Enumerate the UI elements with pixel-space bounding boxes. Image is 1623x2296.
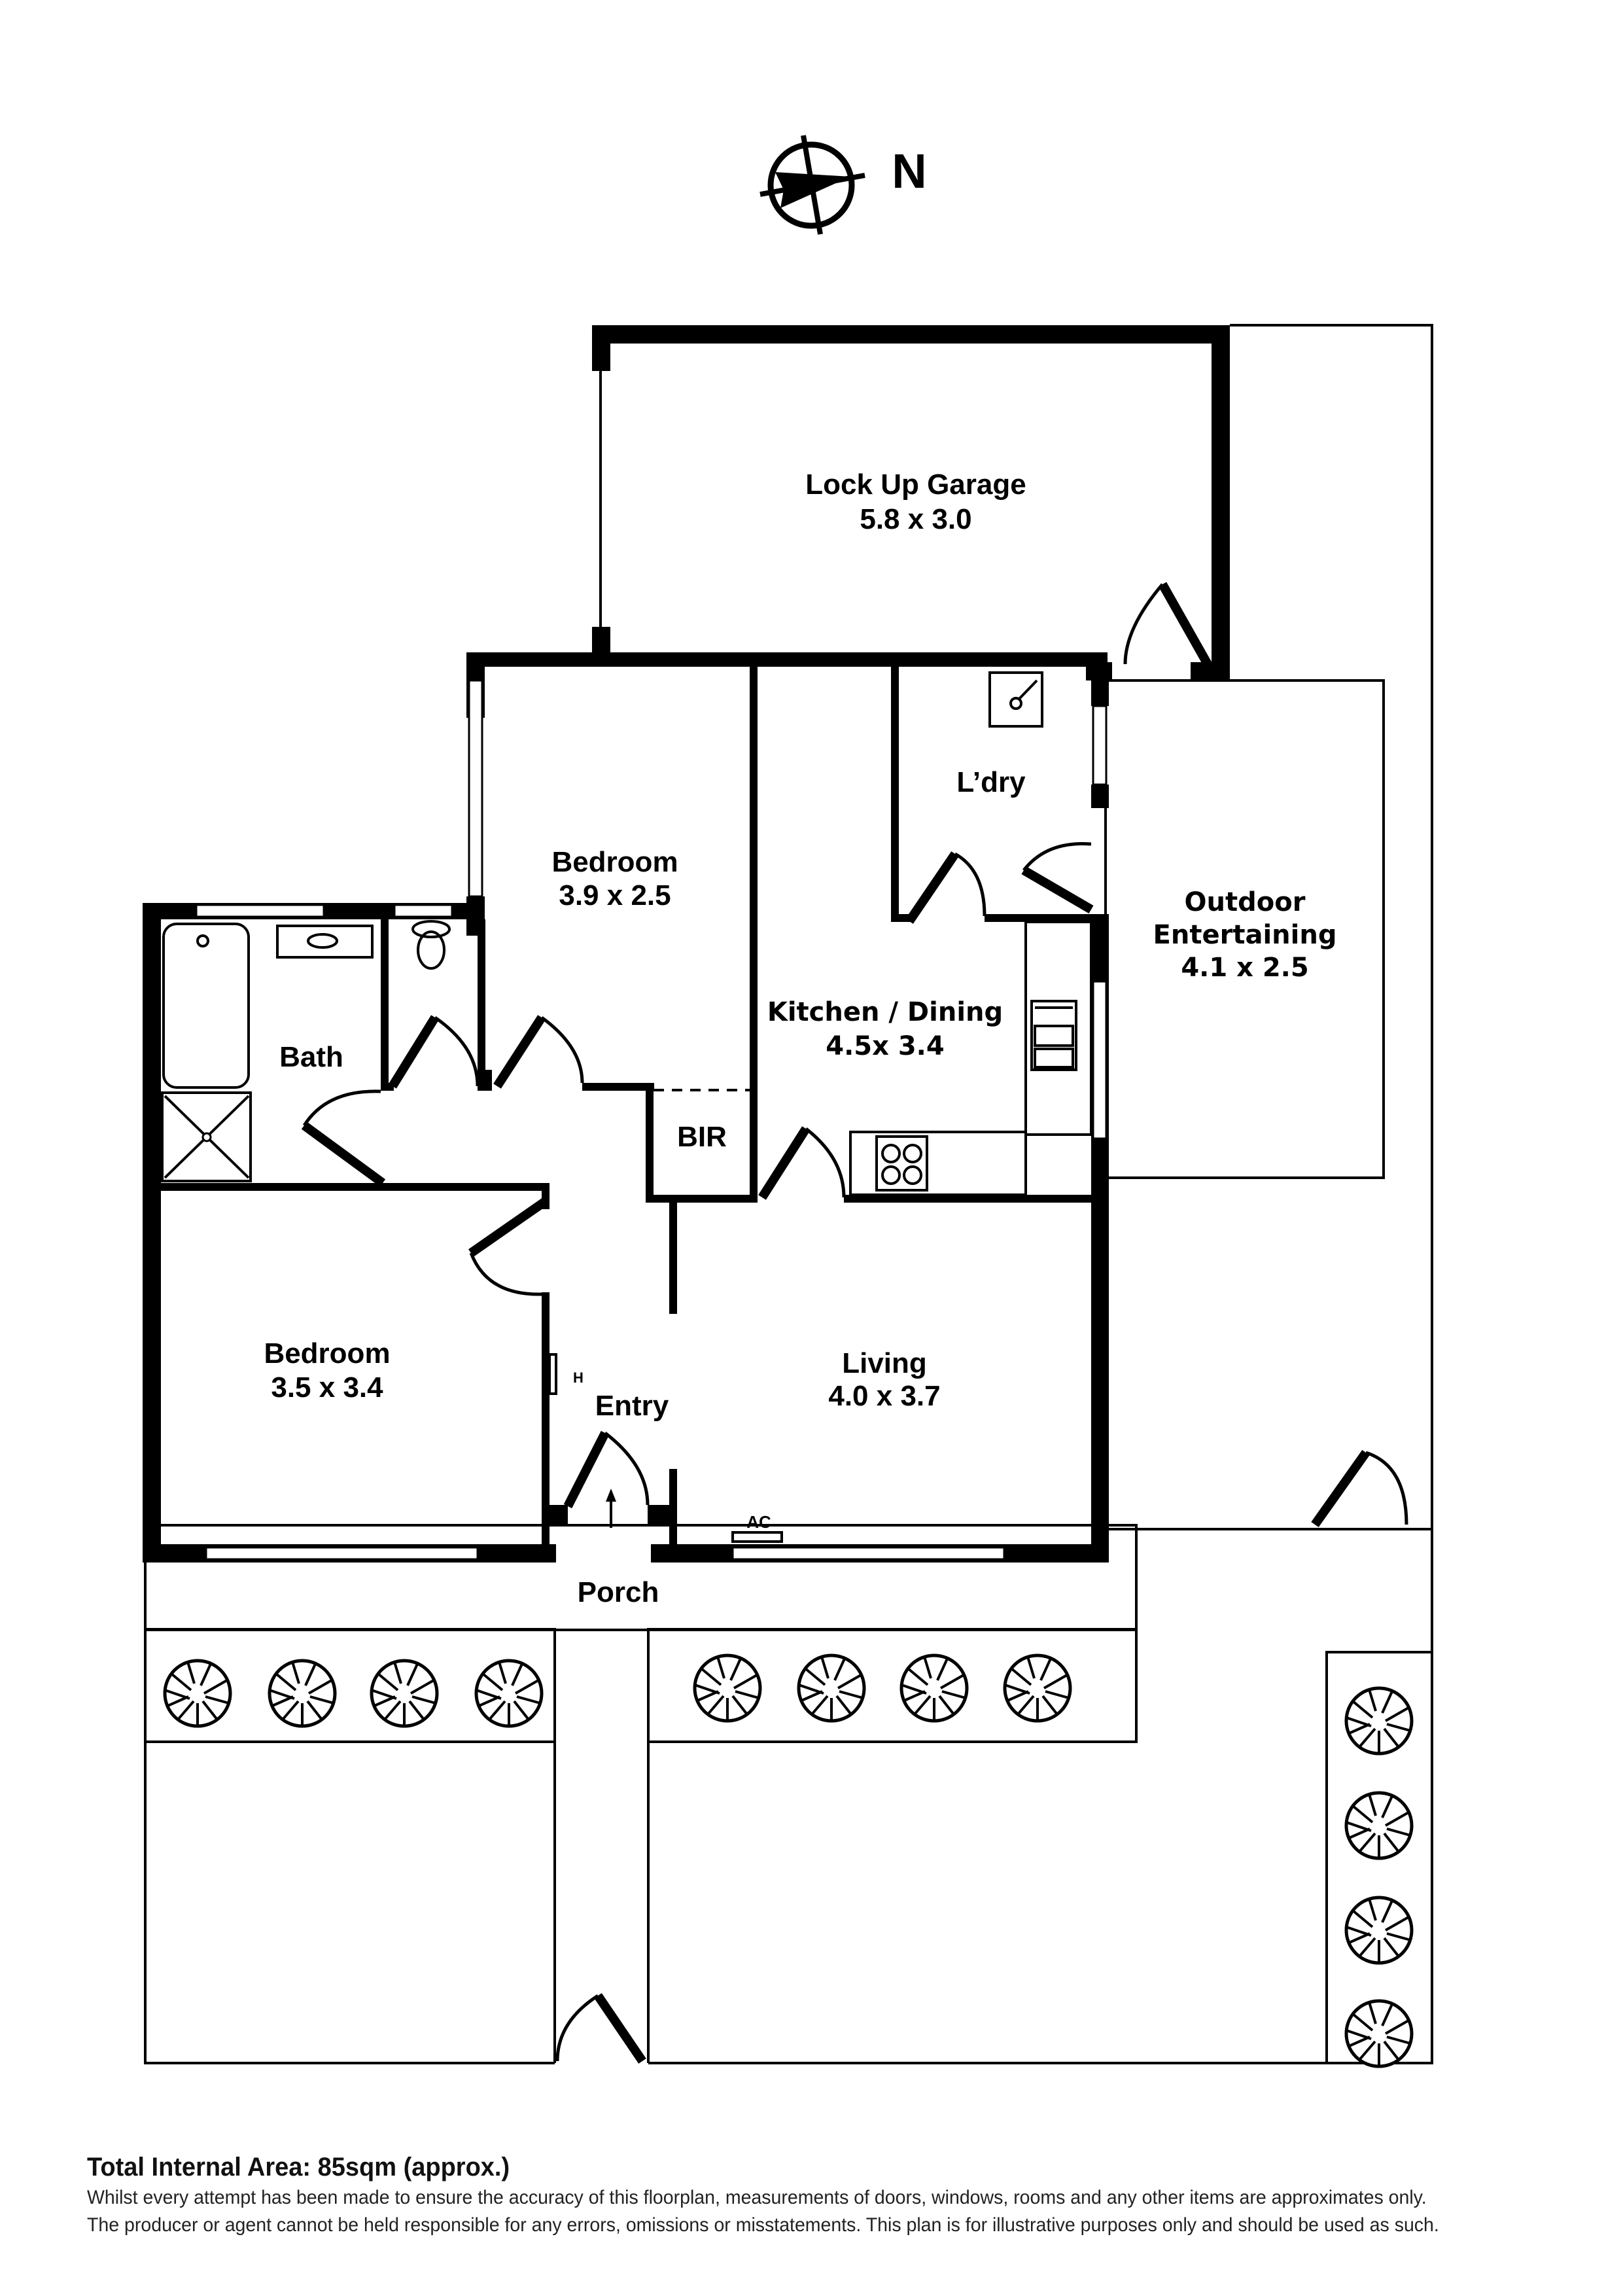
room-kitchen-name: Kitchen / Dining (767, 997, 1003, 1027)
room-outdoor-size: 4.1 x 2.5 (1181, 953, 1308, 983)
tree-icon (901, 1655, 967, 1721)
room-bedroom1-name: Bedroom (264, 1337, 390, 1369)
total-area-text: Total Internal Area: 85sqm (approx.) (87, 2153, 510, 2181)
tree-icon (270, 1661, 335, 1726)
tree-icon (695, 1655, 760, 1721)
heater-label: H (573, 1369, 584, 1386)
tree-icon (1005, 1655, 1070, 1721)
tree-icon (1346, 1688, 1412, 1754)
tree-icon (1346, 1793, 1412, 1858)
room-entry-name: Entry (595, 1390, 669, 1422)
tree-icon (1346, 1898, 1412, 1963)
tree-icon (165, 1661, 230, 1726)
room-living-name: Living (842, 1347, 927, 1379)
tree-icon (1346, 2001, 1412, 2066)
ac-label: AC (746, 1512, 771, 1532)
fixtures (161, 671, 1077, 1543)
room-bedroom1-size: 3.5 x 3.4 (271, 1371, 383, 1404)
site-boundary (144, 324, 1433, 2064)
room-laundry-name: L’dry (956, 766, 1026, 798)
doors (301, 842, 1408, 2064)
room-labels: Lock Up Garage 5.8 x 3.0 Bedroom 3.9 x 2… (264, 468, 1336, 1608)
tree-icon (476, 1661, 542, 1726)
disclaimer-line-1: Whilst every attempt has been made to en… (87, 2187, 1427, 2208)
room-porch-name: Porch (578, 1576, 659, 1608)
internal-walls (143, 667, 1106, 1551)
compass-north-label: N (892, 144, 926, 198)
north-arrow-icon (759, 135, 865, 235)
room-bedroom2-size: 3.9 x 2.5 (559, 879, 671, 911)
garden-trees (165, 1655, 1412, 2066)
house-walls (143, 652, 1109, 1563)
tree-icon (799, 1655, 864, 1721)
disclaimer-line-2: The producer or agent cannot be held res… (87, 2214, 1439, 2236)
room-outdoor-name: Outdoor (1185, 887, 1306, 917)
room-outdoor-name2: Entertaining (1153, 920, 1337, 950)
room-kitchen-size: 4.5x 3.4 (826, 1031, 944, 1061)
tree-icon (372, 1661, 437, 1726)
room-bedroom2-name: Bedroom (551, 846, 678, 878)
room-bath-name: Bath (279, 1041, 343, 1073)
room-living-size: 4.0 x 3.7 (828, 1380, 940, 1412)
footer: Total Internal Area: 85sqm (approx.) Whi… (87, 2153, 1510, 2237)
garage-walls (592, 325, 1230, 680)
room-garage-size: 5.8 x 3.0 (860, 503, 971, 535)
room-bir-name: BIR (677, 1121, 727, 1153)
room-garage-name: Lock Up Garage (805, 468, 1026, 501)
